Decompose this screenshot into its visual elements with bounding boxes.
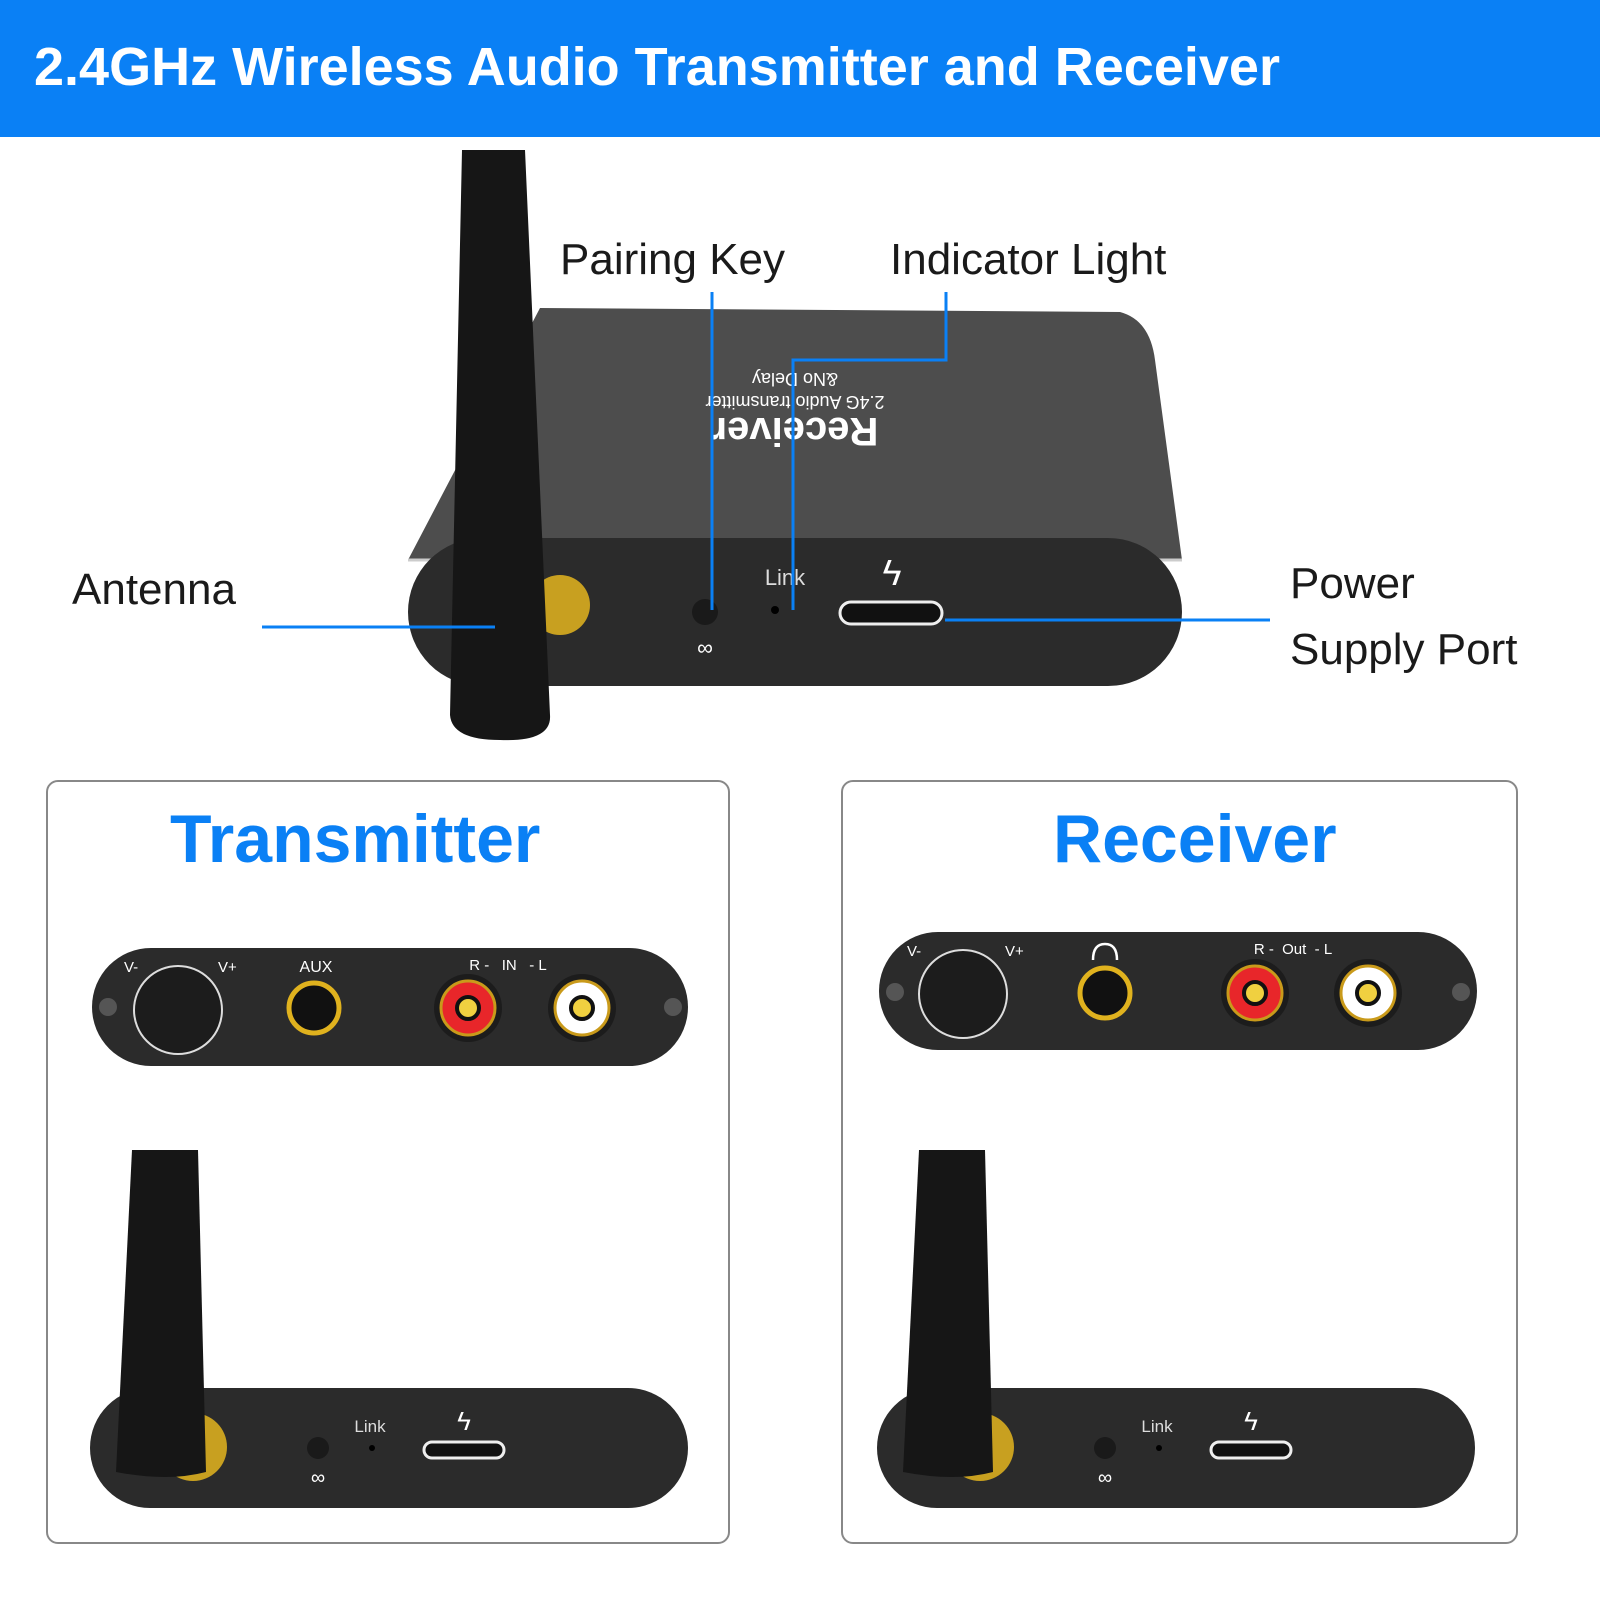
usb-c-port (838, 600, 944, 626)
lightning-icon: ϟ (882, 552, 901, 593)
headphone-jack (1077, 965, 1133, 1021)
transmitter-title: Transmitter (170, 801, 541, 877)
lightning-icon: ϟ (457, 1406, 471, 1436)
power-label-line1: Power (1290, 559, 1415, 608)
transmitter-panel: Transmitter V- V+ AUX R - IN - L ∞ Link … (46, 780, 730, 1544)
volume-knob[interactable] (133, 965, 223, 1055)
antenna-label: Antenna (72, 565, 236, 614)
link-label: Link (1141, 1417, 1173, 1436)
main-receiver-device: Receiver 2.4G Audio transmitter &No Dela… (408, 150, 1182, 741)
receiver-panel: Receiver V- V+ R - Out - L ∞ Link ϟ (841, 780, 1518, 1544)
aux-label: AUX (300, 959, 333, 976)
antenna (116, 1150, 206, 1477)
pairing-key-label: Pairing Key (560, 235, 786, 284)
link-label: Link (765, 565, 806, 590)
receiver-illustration: V- V+ R - Out - L ∞ Link ϟ (877, 932, 1477, 1508)
aux-jack (286, 980, 342, 1036)
callout-lines (262, 292, 1270, 629)
rca-out-label: R - Out - L (1254, 941, 1332, 958)
rca-in-label: R - IN - L (469, 957, 547, 974)
indicator-light (771, 606, 779, 614)
antenna (450, 150, 551, 741)
headphone-icon (1091, 942, 1119, 961)
device-line1-text: 2.4G Audio transmitter (705, 392, 884, 412)
header-banner: 2.4GHz Wireless Audio Transmitter and Re… (0, 0, 1600, 137)
volume-knob[interactable] (918, 949, 1008, 1039)
lightning-icon: ϟ (1244, 1406, 1258, 1436)
pairing-key-button[interactable] (692, 599, 718, 625)
indicator-light-label: Indicator Light (890, 235, 1167, 284)
vol-minus-label: V- (907, 943, 921, 960)
device-line2-text: &No Delay (752, 369, 838, 389)
antenna (903, 1150, 993, 1477)
transmitter-illustration: V- V+ AUX R - IN - L ∞ Link ϟ (90, 948, 688, 1508)
vol-minus-label: V- (124, 959, 138, 976)
pairing-icon: ∞ (311, 1467, 325, 1489)
pairing-icon: ∞ (697, 635, 713, 660)
pairing-icon: ∞ (1098, 1467, 1112, 1489)
vol-plus-label: V+ (218, 959, 237, 976)
vol-plus-label: V+ (1005, 943, 1024, 960)
device-brand-text: Receiver (712, 409, 879, 453)
page-title: 2.4GHz Wireless Audio Transmitter and Re… (34, 37, 1280, 97)
receiver-title: Receiver (1053, 801, 1337, 877)
link-label: Link (354, 1417, 386, 1436)
power-label-line2: Supply Port (1290, 625, 1518, 674)
